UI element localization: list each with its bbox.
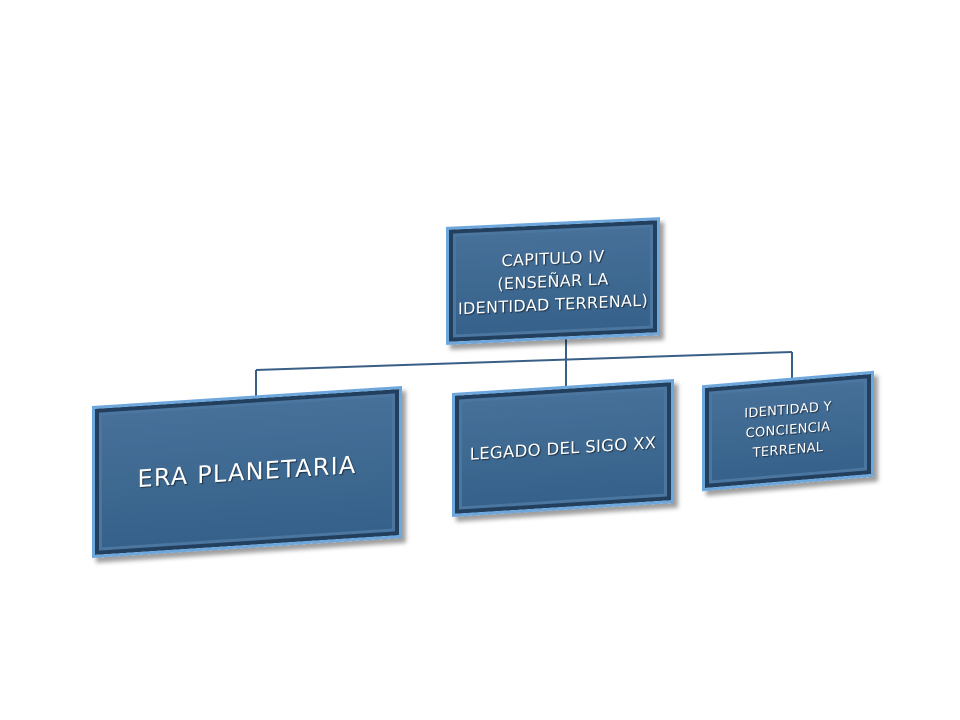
connector-horizontal [255,351,793,371]
node-era-planetaria-label: ERA PLANETARIA [137,450,357,494]
node-era-planetaria: ERA PLANETARIA [92,385,402,559]
node-root-line-3: IDENTIDAD TERRENAL) [458,290,648,318]
node-capitulo-iv: CAPITULO IV (ENSEÑAR LA IDENTIDAD TERREN… [446,217,660,345]
node-identidad-y-conciencia-terrenal: IDENTIDAD Y CONCIENCIA TERRENAL [702,370,874,492]
node-legado-del-sigo-xx: LEGADO DEL SIGO XX [452,379,674,517]
node-legado-label: LEGADO DEL SIGO XX [469,432,657,464]
